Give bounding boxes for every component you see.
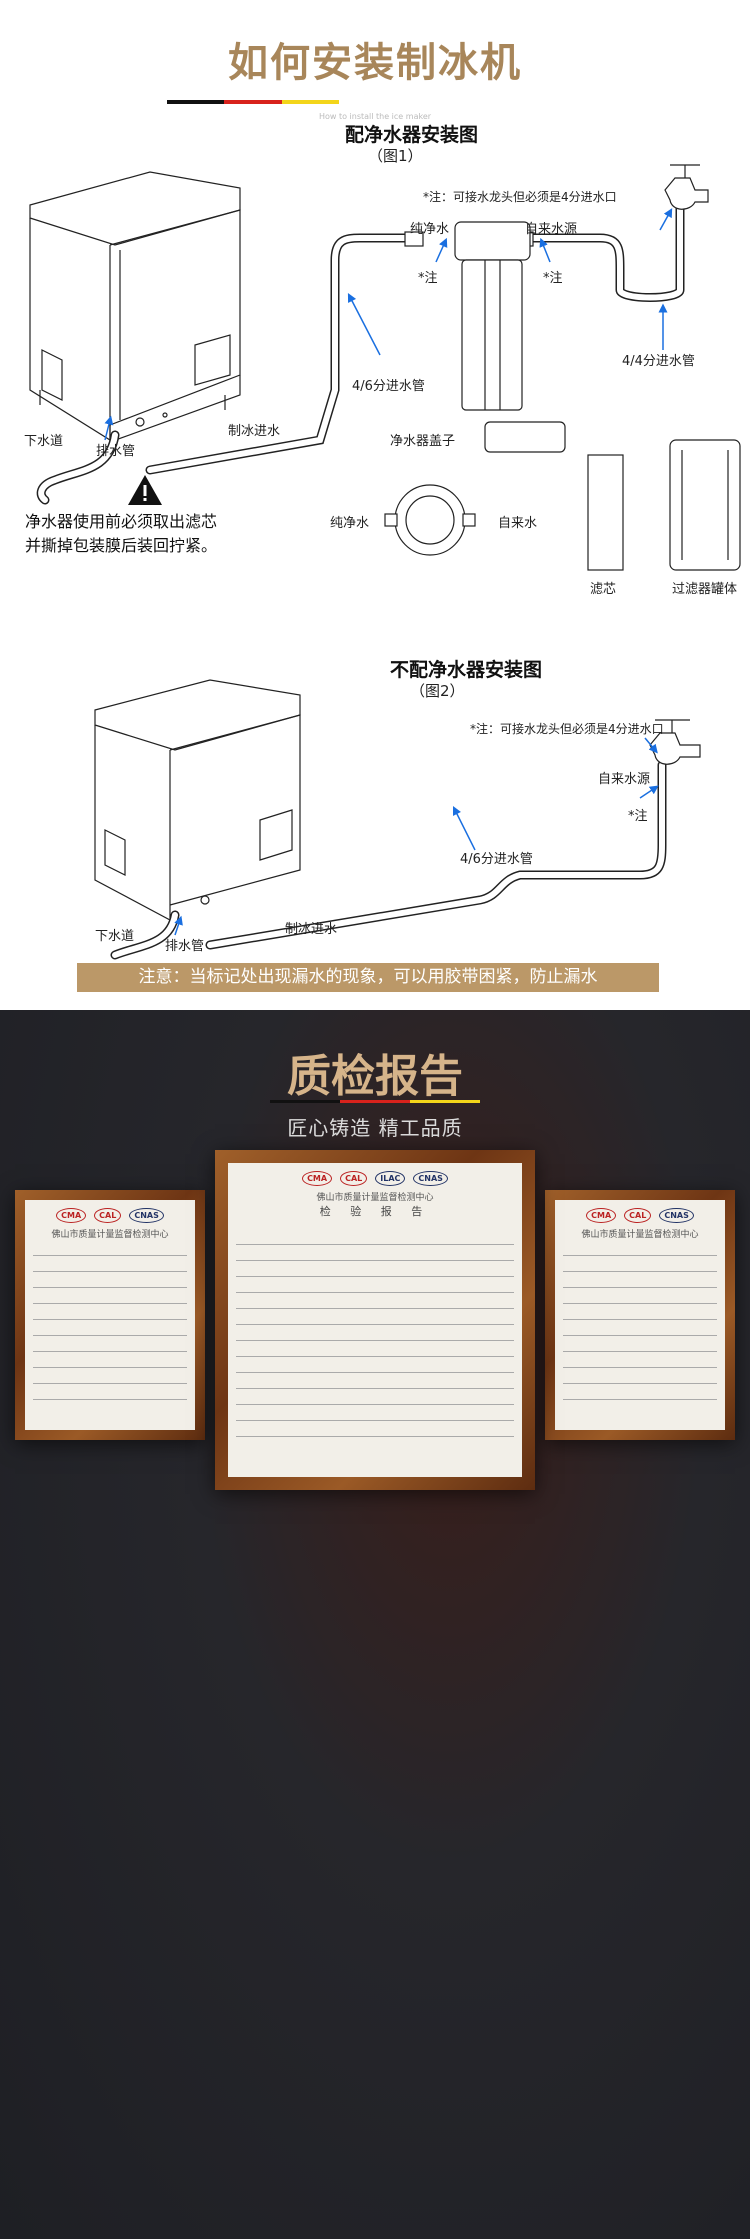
cnas-logo: CNAS xyxy=(129,1208,164,1223)
certificate-center[interactable]: CMA CAL ILAC CNAS 佛山市质量计量监督检测中心 检 验 报 告 xyxy=(215,1150,535,1490)
ice-machine-illustration-2 xyxy=(94,679,301,921)
filter-cap-illustration xyxy=(484,421,566,453)
tricolor-divider-2 xyxy=(270,1100,480,1103)
page-subtitle: How to install the ice maker xyxy=(318,112,432,121)
warning-line-1: 净水器使用前必须取出滤芯 xyxy=(24,512,217,531)
label-drain-2: 下水道 xyxy=(95,929,135,944)
label-drain-pipe-2: 排水管 xyxy=(165,939,205,954)
certificate-right[interactable]: CMA CAL CNAS 佛山市质量计量监督检测中心 xyxy=(545,1190,735,1440)
label-drain: 下水道 xyxy=(24,434,64,449)
filter-cartridge-illustration xyxy=(587,454,624,571)
label-pipe-46-2: 4/6分进水管 xyxy=(460,852,533,867)
report-title: 检 验 报 告 xyxy=(319,1205,431,1218)
label-pure-water: 纯净水 xyxy=(410,222,450,237)
quality-title: 质检报告 xyxy=(287,1051,463,1102)
annotation-arrows-2 xyxy=(174,737,659,936)
report-org: 佛山市质量计量监督检测中心 xyxy=(316,1193,434,1203)
annotation-arrows xyxy=(104,208,673,441)
cal-logo: CAL xyxy=(624,1208,652,1223)
cma-logo: CMA xyxy=(302,1171,333,1186)
water-filter-illustration xyxy=(404,221,534,411)
report-org: 佛山市质量计量监督检测中心 xyxy=(51,1230,169,1240)
faucet-icon-2 xyxy=(649,719,701,765)
page-title: 如何安装制冰机 xyxy=(228,40,522,86)
label-tap-source: 自来水源 xyxy=(525,222,578,237)
cnas-logo: CNAS xyxy=(659,1208,694,1223)
cma-logo: CMA xyxy=(586,1208,617,1223)
diagram1-illustration xyxy=(29,164,741,571)
note-mark-right: *注 xyxy=(543,271,563,286)
warning-text: 净水器使用前必须取出滤芯 并撕掉包装膜后装回拧紧。 xyxy=(10,510,232,558)
filter-top-view xyxy=(384,484,476,556)
certification-logos: CMA CAL ILAC CNAS xyxy=(228,1163,522,1186)
label-filter-cap: 净水器盖子 xyxy=(390,434,456,449)
filter-housing-illustration xyxy=(669,439,741,571)
certificate-left[interactable]: CMA CAL CNAS 佛山市质量计量监督检测中心 xyxy=(15,1190,205,1440)
note-mark-2: *注 xyxy=(628,809,648,824)
label-housing: 过滤器罐体 xyxy=(672,582,738,597)
ilac-logo: ILAC xyxy=(375,1171,406,1186)
label-pipe-46: 4/6分进水管 xyxy=(352,379,425,394)
label-cartridge: 滤芯 xyxy=(590,582,617,597)
cal-logo: CAL xyxy=(94,1208,122,1223)
diagram2-title: 不配净水器安装图 xyxy=(390,659,543,681)
diagram2-figure-label: （图2） xyxy=(410,682,465,700)
report-org: 佛山市质量计量监督检测中心 xyxy=(581,1230,699,1240)
label-cap-pure: 纯净水 xyxy=(330,516,370,531)
warning-line-2: 并撕掉包装膜后装回拧紧。 xyxy=(24,536,217,555)
faucet-note: *注：可接水龙头但必须是4分进水口 xyxy=(423,190,617,204)
warning-icon xyxy=(128,475,162,505)
cma-logo: CMA xyxy=(56,1208,87,1223)
leak-notice: 注意：当标记处出现漏水的现象，可以用胶带困紧，防止漏水 xyxy=(77,963,659,992)
cnas-logo: CNAS xyxy=(413,1171,448,1186)
label-pipe-44: 4/4分进水管 xyxy=(622,354,695,369)
label-ice-inlet-2: 制冰进水 xyxy=(285,922,338,937)
cal-logo: CAL xyxy=(340,1171,368,1186)
note-mark-left: *注 xyxy=(418,271,438,286)
diagram2-illustration xyxy=(94,679,701,960)
diagram1-title: 配净水器安装图 xyxy=(345,124,479,146)
faucet-note-2: *注：可接水龙头但必须是4分进水口 xyxy=(470,722,664,736)
quality-subtitle: 匠心铸造 精工品质 xyxy=(287,1116,463,1140)
ice-machine-illustration xyxy=(29,171,241,443)
tricolor-divider xyxy=(167,100,339,104)
label-ice-inlet: 制冰进水 xyxy=(228,424,281,439)
label-drain-pipe: 排水管 xyxy=(96,444,136,459)
pipes xyxy=(36,195,685,505)
label-cap-tap: 自来水 xyxy=(498,516,538,531)
label-tap-source-2: 自来水源 xyxy=(598,772,651,787)
faucet-icon xyxy=(664,164,709,210)
diagram1-figure-label: （图1） xyxy=(368,147,423,165)
